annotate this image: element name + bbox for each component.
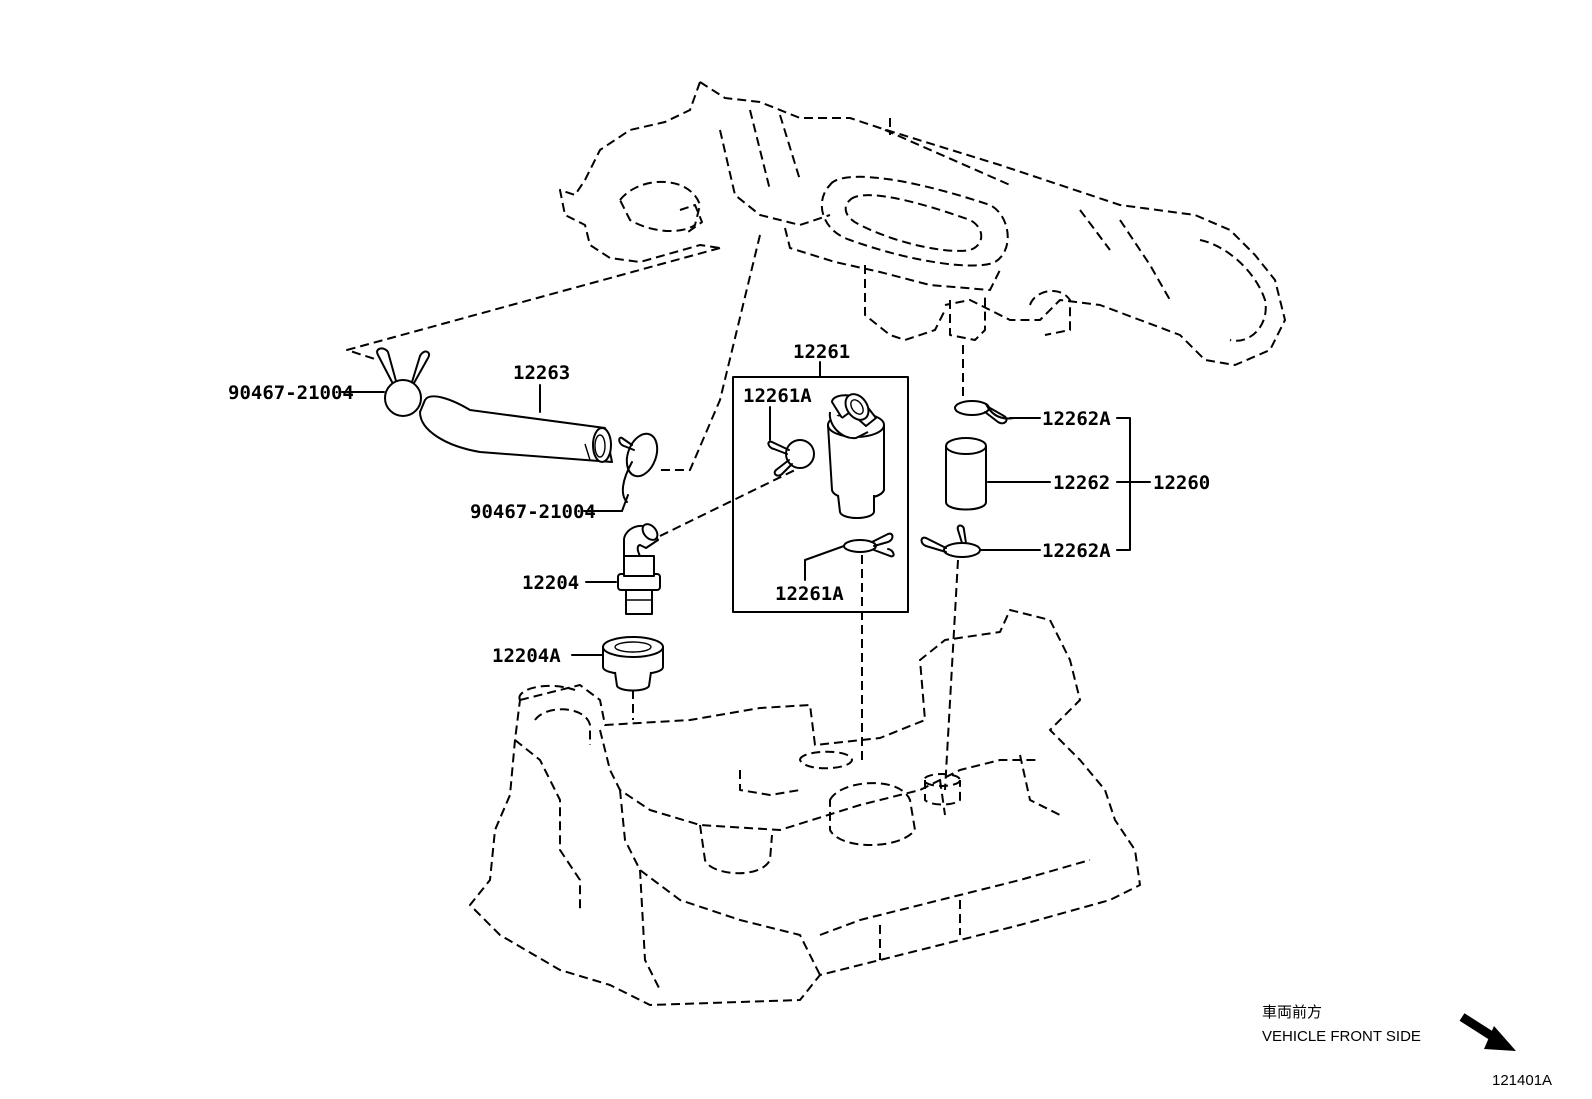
label-hose-assy: 12260 xyxy=(1153,472,1210,494)
label-pcv-valve: 12204 xyxy=(522,572,579,594)
oil-separator xyxy=(827,393,885,519)
label-separator-assy: 12261 xyxy=(793,341,850,363)
label-separator-clip-upper: 12261A xyxy=(743,385,812,407)
assy-bracket xyxy=(1116,417,1131,551)
leader-lines-manifold xyxy=(346,234,964,471)
label-clip-upper: 90467-21004 xyxy=(228,382,354,404)
direction-english: VEHICLE FRONT SIDE xyxy=(1262,1028,1421,1045)
hose-clamp-lower xyxy=(920,524,981,558)
intake-manifold-outline xyxy=(559,81,1286,366)
hose-clamp-upper xyxy=(954,400,1015,425)
separator-clip-upper xyxy=(767,439,815,477)
label-grommet: 12204A xyxy=(492,645,561,667)
separator-assy-box xyxy=(732,376,909,613)
leader-tube-head xyxy=(944,559,959,791)
figure-code: 121401A xyxy=(1492,1072,1552,1089)
leader-valve-separator xyxy=(659,469,796,537)
pcv-valve xyxy=(617,523,661,615)
front-direction-arrow-icon xyxy=(1459,1013,1516,1051)
label-clip-lower: 90467-21004 xyxy=(470,501,596,523)
ventilation-tube xyxy=(945,437,987,511)
cylinder-head-cover-outline xyxy=(469,609,1141,1006)
label-clamp-upper: 12262A xyxy=(1042,408,1111,430)
label-separator-clip-lower: 12261A xyxy=(775,583,844,605)
hose-clip-lower xyxy=(618,432,659,503)
direction-japanese: 車両前方 xyxy=(1262,1004,1322,1021)
label-hose: 12263 xyxy=(513,362,570,384)
label-clamp-lower: 12262A xyxy=(1042,540,1111,562)
separator-clip-lower xyxy=(843,532,895,558)
label-tube: 12262 xyxy=(1053,472,1110,494)
pcv-grommet xyxy=(602,636,664,692)
hose-clip-upper xyxy=(376,347,430,417)
pcv-hose xyxy=(419,395,613,463)
